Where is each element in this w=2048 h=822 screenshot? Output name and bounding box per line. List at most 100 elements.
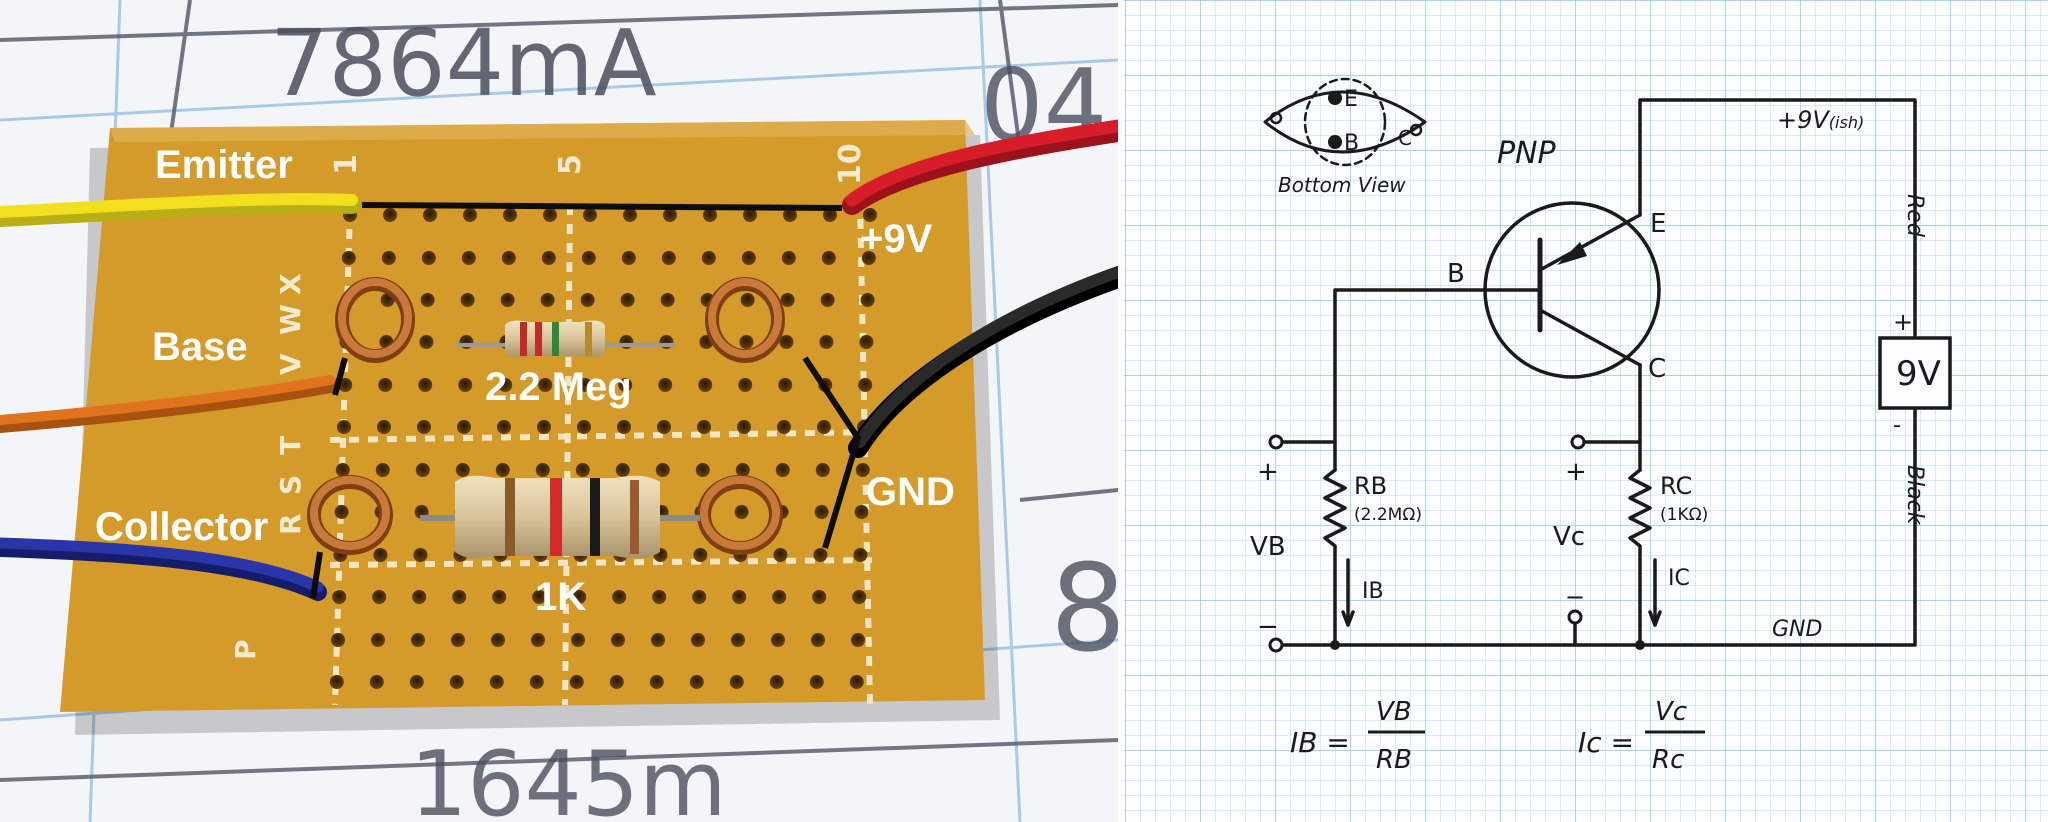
- board-hole: [855, 463, 870, 477]
- board-hole: [449, 675, 464, 689]
- board-hole: [535, 463, 550, 477]
- board-hole: [823, 208, 837, 222]
- vb-minus: −: [1257, 612, 1279, 642]
- board-hole: [737, 420, 751, 434]
- board-hole: [775, 463, 790, 477]
- board-hole: [329, 675, 344, 689]
- board-hole: [820, 293, 835, 307]
- pinout-caption: Bottom View: [1278, 173, 1406, 197]
- board-hole: [538, 378, 553, 392]
- board-hole: [581, 251, 596, 265]
- resistor-2-2-meg-label: 2.2 Meg: [485, 365, 632, 409]
- ic-current-label: IC: [1668, 566, 1690, 591]
- board-hole: [369, 675, 384, 689]
- pinout-c-label: C: [1398, 126, 1412, 150]
- board-hole: [418, 378, 433, 392]
- board-hole: [692, 590, 707, 604]
- board-hole: [817, 420, 831, 434]
- board-hole: [783, 208, 797, 222]
- note-top-value: 7864mA: [270, 10, 657, 117]
- board-hole: [583, 208, 597, 222]
- resistor-2-2-meg: [455, 320, 675, 358]
- col-label-10: 10: [833, 143, 868, 185]
- board-hole: [371, 633, 385, 647]
- board-hole: [693, 548, 708, 562]
- board-hole: [732, 590, 747, 604]
- board-hole: [503, 208, 517, 222]
- board-hole: [337, 420, 351, 434]
- board-hole: [495, 463, 510, 477]
- board-hole: [572, 590, 587, 604]
- board-hole: [419, 335, 434, 349]
- board-hole: [492, 590, 507, 604]
- board-hole: [739, 335, 754, 349]
- emitter-pin-label: E: [1650, 209, 1666, 239]
- formula-ic-numerator: Vc: [1655, 697, 1687, 727]
- board-hole: [859, 335, 874, 349]
- board-hole: [412, 590, 427, 604]
- board-hole: [658, 378, 673, 392]
- formula-ib-numerator: VB: [1376, 697, 1412, 727]
- board-hole: [575, 463, 590, 477]
- base-label: Base: [152, 325, 248, 369]
- board-hole: [421, 251, 436, 265]
- board-hole: [537, 420, 551, 434]
- col-label-1: 1: [329, 154, 364, 175]
- board-hole: [773, 548, 788, 562]
- vb-meter-label: VB: [1250, 532, 1286, 562]
- board-hole: [491, 633, 505, 647]
- board-hole: [849, 675, 864, 689]
- board-hole: [821, 251, 836, 265]
- board-hole: [695, 463, 710, 477]
- board-hole: [815, 463, 830, 477]
- board-hole: [378, 378, 393, 392]
- vb-plus: +: [1257, 457, 1279, 487]
- formula-ic: Ic = Vc Rc: [1578, 697, 1705, 775]
- red-wire: [845, 119, 1125, 207]
- base-pin-label: B: [1447, 259, 1465, 289]
- board-hole: [609, 675, 624, 689]
- formula-ic-denominator: Rc: [1652, 745, 1684, 775]
- board-hole: [655, 463, 670, 477]
- board-hole: [332, 590, 347, 604]
- rb-name: RB: [1354, 472, 1387, 500]
- board-hole: [814, 505, 829, 519]
- board-hole: [377, 420, 391, 434]
- col-label-5: 5: [553, 154, 588, 175]
- board-hole: [457, 420, 471, 434]
- board-hole: [569, 675, 584, 689]
- board-hole: [498, 378, 513, 392]
- board-hole: [580, 293, 595, 307]
- board-hole: [541, 251, 556, 265]
- board-hole: [373, 548, 388, 562]
- board-hole: [811, 633, 825, 647]
- board-hole: [731, 633, 745, 647]
- board-hole: [455, 463, 470, 477]
- board-hole: [740, 293, 755, 307]
- board-hole: [778, 378, 793, 392]
- board-hole: [341, 251, 356, 265]
- board-hole: [779, 335, 794, 349]
- battery: [1878, 336, 1952, 410]
- board-hole: [500, 293, 515, 307]
- board-hole: [335, 463, 350, 477]
- board-hole: [863, 208, 877, 222]
- base-trace: [332, 357, 348, 396]
- board-hole: [851, 633, 865, 647]
- emitter-arrow: [1557, 242, 1587, 265]
- junction-dots: [1328, 91, 1645, 650]
- row-label: S: [274, 475, 307, 495]
- battery-plus: +: [1893, 308, 1913, 336]
- board-hole: [651, 633, 665, 647]
- row-label: R: [274, 513, 307, 535]
- board-hole: [698, 378, 713, 392]
- board-hole: [819, 335, 834, 349]
- board-hole: [451, 633, 465, 647]
- board-hole: [615, 463, 630, 477]
- board-hole: [383, 208, 397, 222]
- row-label: T: [274, 436, 307, 455]
- board-hole: [571, 633, 585, 647]
- board-hole: [812, 590, 827, 604]
- board-hole: [409, 675, 424, 689]
